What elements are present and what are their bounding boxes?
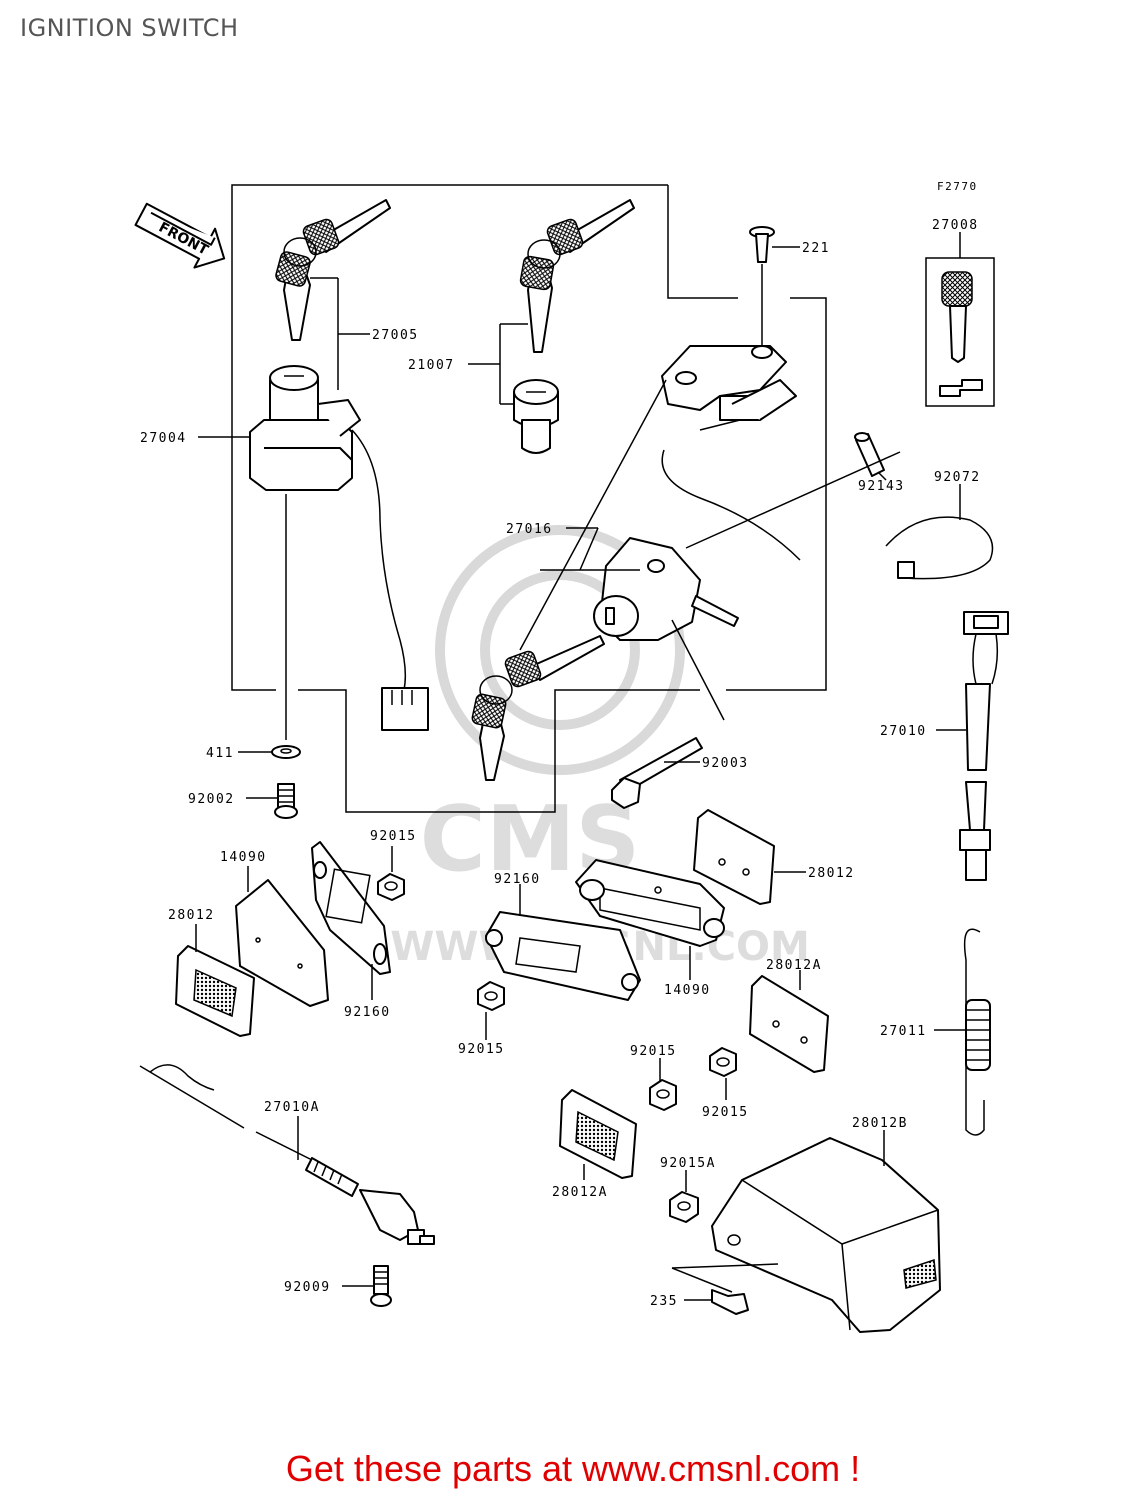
callout-28012B: 28012B (852, 1116, 908, 1131)
callout-14090-center: 14090 (664, 983, 711, 998)
bolt-92009 (370, 1265, 392, 1307)
callout-27004: 27004 (140, 431, 187, 446)
ignition-switch (249, 365, 429, 731)
callout-92072: 92072 (934, 470, 981, 485)
key-set-27016 (471, 635, 605, 781)
callout-92015-center: 92015 (458, 1042, 505, 1057)
callout-28012A-center: 28012A (552, 1185, 608, 1200)
reflector-28012A-center (559, 1089, 637, 1179)
callout-27008: 27008 (932, 218, 979, 233)
callout-layer: 27005 21007 27004 221 27008 92143 92072 … (140, 218, 981, 1309)
callout-92003: 92003 (702, 756, 749, 771)
callout-92015A: 92015A (660, 1156, 716, 1171)
nut-92015-b (649, 1079, 677, 1111)
pin-92143 (854, 432, 885, 477)
nut-92015A (669, 1191, 699, 1223)
screw-221 (749, 226, 775, 345)
key-set-27005 (275, 199, 391, 341)
callout-28012-right: 28012 (808, 866, 855, 881)
figure-code: F2770 (937, 180, 978, 193)
nut-92015-c (709, 1047, 737, 1077)
lock-cylinder (513, 379, 559, 454)
callout-235: 235 (650, 1294, 678, 1309)
helmet-lock (593, 537, 739, 641)
reflector-28012A-right (749, 975, 829, 1073)
cable-27010A (139, 1064, 435, 1245)
callout-92160-center: 92160 (494, 872, 541, 887)
callout-92015-top: 92015 (370, 829, 417, 844)
nut-92015-a (377, 873, 405, 901)
reflector-center (477, 809, 775, 1011)
callout-27010A: 27010A (264, 1100, 320, 1115)
washer-411 (271, 494, 301, 759)
callout-27016: 27016 (506, 522, 553, 537)
bulb-socket-27010 (959, 611, 1009, 881)
callout-28012A-right: 28012A (766, 958, 822, 973)
reflector-left (175, 841, 391, 1037)
cable-27011 (963, 928, 991, 1136)
callout-92015-lower-right: 92015 (702, 1105, 749, 1120)
bolt-92003 (611, 737, 703, 809)
callout-27011: 27011 (880, 1024, 927, 1039)
switch-bracket (661, 345, 801, 561)
bolt-235 (671, 1263, 779, 1315)
callout-21007: 21007 (408, 358, 455, 373)
key-set-21007 (519, 199, 635, 353)
callout-27005: 27005 (372, 328, 419, 343)
front-arrow-icon: FRONT (134, 202, 226, 269)
callout-92009: 92009 (284, 1280, 331, 1295)
callout-92002: 92002 (188, 792, 235, 807)
callout-14090-left: 14090 (220, 850, 267, 865)
callout-28012-left: 28012 (168, 908, 215, 923)
callout-92160-left: 92160 (344, 1005, 391, 1020)
callout-411: 411 (206, 746, 234, 761)
tail-lamp-28012B (711, 1137, 941, 1333)
callout-92015-lower: 92015 (630, 1044, 677, 1059)
key-27008-box (925, 257, 995, 407)
page-title: IGNITION SWITCH (20, 14, 239, 42)
get-parts-link[interactable]: Get these parts at www.cmsnl.com ! (285, 1448, 861, 1489)
cable-tie-92072 (885, 516, 994, 580)
callout-221: 221 (802, 241, 830, 256)
callout-92143: 92143 (858, 479, 905, 494)
bolt-92002 (274, 783, 298, 819)
callout-27010: 27010 (880, 724, 927, 739)
